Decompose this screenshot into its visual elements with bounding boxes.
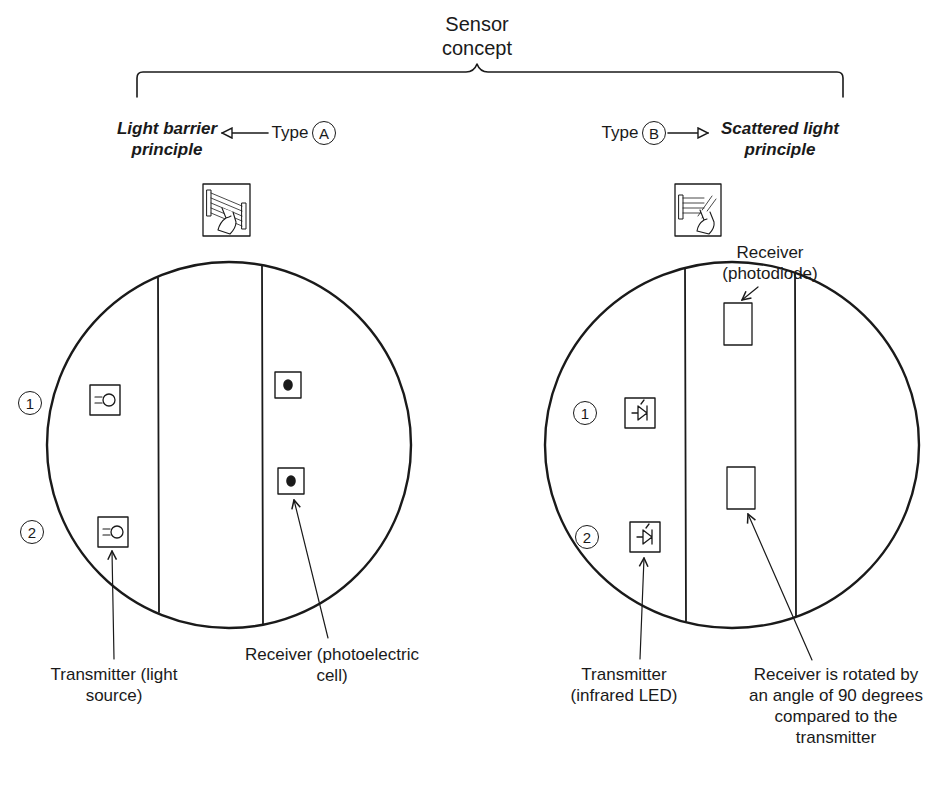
bracket xyxy=(137,64,843,97)
callout-number: 1 xyxy=(18,391,42,415)
callout-label: Transmitter (infrared LED) xyxy=(559,664,689,706)
leader-line xyxy=(742,287,758,300)
callout-label: Transmitter (light source) xyxy=(49,664,179,706)
photoelectric-cell-symbol xyxy=(275,372,301,398)
circled-text: 1 xyxy=(581,406,589,421)
circled-text: A xyxy=(319,126,329,141)
circled-text: 2 xyxy=(583,530,591,545)
callout-number: 2 xyxy=(575,525,599,549)
callout-number: 2 xyxy=(20,520,44,544)
leader-line xyxy=(112,551,114,659)
callout-label: Receiver (photoelectric cell) xyxy=(242,644,422,686)
divider-line xyxy=(262,266,263,624)
principle-name: Light barrier principle xyxy=(102,118,232,160)
scattered-light-icon xyxy=(675,184,721,236)
type-arrow xyxy=(668,132,708,134)
sensor-outline xyxy=(47,262,411,628)
circled-text: 1 xyxy=(26,396,34,411)
leader-line xyxy=(748,514,812,660)
type-letter: B xyxy=(642,121,666,145)
divider-line xyxy=(795,273,796,616)
photodiode-symbol xyxy=(727,467,755,509)
sensor-outline xyxy=(545,262,919,628)
type-label: Type xyxy=(268,122,312,143)
type-label: Type xyxy=(598,122,642,143)
leader-line xyxy=(294,500,328,638)
divider-line xyxy=(685,268,686,621)
heading: Sensor concept xyxy=(427,12,527,60)
type-arrow xyxy=(222,132,268,134)
circled-text: B xyxy=(649,126,659,141)
callout-number: 1 xyxy=(573,401,597,425)
circled-text: 2 xyxy=(28,525,36,540)
photoelectric-cell-symbol xyxy=(278,468,304,494)
light-source-symbol xyxy=(90,385,120,415)
callout-label: Receiver is rotated by an angle of 90 de… xyxy=(744,664,928,748)
infrared-led-symbol xyxy=(630,522,660,552)
leader-line xyxy=(640,558,644,659)
callout-label: Receiver (photodiode) xyxy=(710,242,830,284)
principle-name: Scattered light principle xyxy=(710,118,850,160)
infrared-led-symbol xyxy=(625,398,655,428)
divider-line xyxy=(158,278,159,612)
type-letter: A xyxy=(312,121,336,145)
photodiode-symbol xyxy=(724,303,752,345)
light-source-symbol xyxy=(98,517,128,547)
light-barrier-icon xyxy=(203,184,250,236)
